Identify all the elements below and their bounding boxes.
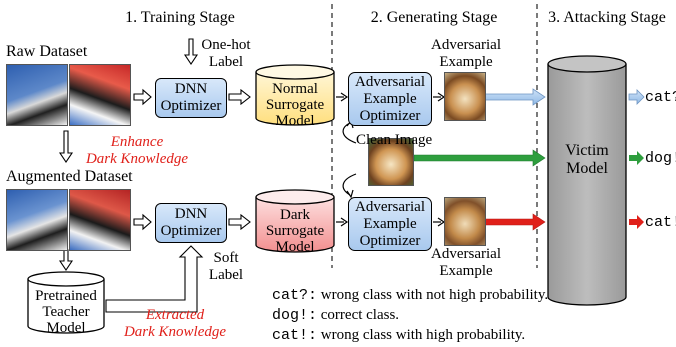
victim-model-label: Victim Model (565, 142, 609, 177)
legend-text-1: wrong class with not high probability. (320, 287, 549, 303)
arrow-raw-to-augmented (58, 130, 74, 163)
pretrained-teacher-model-label: Pretrained Teacher Model (35, 288, 97, 336)
colored-arrows (413, 88, 645, 231)
adversarial-example-label-bottom: Adversarial Example (431, 246, 501, 279)
arrow-raw-to-dnn (133, 88, 152, 106)
adversarial-example-label-top: Adversarial Example (431, 37, 501, 70)
stage-heading-generating: 2. Generating Stage (370, 9, 498, 26)
raw-dataset-label: Raw Dataset (6, 43, 88, 60)
legend-row-1: cat?: wrong class with not high probabil… (272, 287, 549, 304)
legend-code-1: cat?: (272, 287, 318, 304)
legend-code-3: cat!: (272, 327, 318, 344)
arrow-teacher-to-soft-label (105, 245, 204, 313)
arrow-onehot-down (183, 38, 199, 65)
stage-heading-training: 1. Training Stage (125, 9, 235, 26)
stage-heading-attacking: 3. Attacking Stage (548, 9, 666, 26)
arrow-clean-to-top (342, 122, 357, 144)
soft-label: Soft Label (208, 250, 244, 283)
arrow-red-to-victim (477, 213, 546, 231)
clean-image-label: Clean Image (356, 132, 433, 148)
extracted-dark-knowledge-annotation: Extracted Dark Knowledge (123, 307, 227, 340)
arrow-clean-to-bottom (342, 173, 357, 196)
dark-surrogate-model-label: Dark Surrogate Model (265, 207, 325, 255)
legend-row-3: cat!: wrong class with high probability. (272, 327, 526, 344)
arrow-green-to-victim (413, 149, 546, 167)
legend-text-3: wrong class with high probability. (320, 327, 526, 343)
dnn-optimizer-bottom: DNN Optimizer (155, 203, 227, 243)
adversarial-optimizer-bottom: Adversarial Example Optimizer (348, 197, 432, 251)
teacher-cylinder (27, 271, 105, 334)
output-top: cat? (645, 89, 676, 106)
output-bottom: cat! (645, 214, 676, 231)
adversarial-optimizer-top: Adversarial Example Optimizer (348, 72, 432, 126)
arrow-dnn-to-normal (228, 88, 251, 106)
augmented-cat-image-1 (6, 189, 68, 251)
arrow-aug-to-dnn (133, 213, 152, 231)
dnn-optimizer-top: DNN Optimizer (155, 78, 227, 118)
victim-cylinder (547, 55, 627, 306)
arrow-output-middle (629, 151, 644, 165)
augmented-dataset-label: Augmented Dataset (6, 168, 133, 185)
dark-surrogate-cylinder (255, 189, 335, 253)
raw-cat-image-1 (6, 64, 68, 126)
arrow-blue-to-victim (477, 88, 546, 106)
legend-code-2: dog!: (272, 307, 318, 324)
output-middle: dog! (645, 150, 676, 167)
arrow-output-top (628, 89, 645, 105)
arrow-aug-to-teacher (58, 249, 74, 271)
one-hot-label: One-hot Label (201, 37, 251, 70)
arrow-output-bottom (629, 215, 644, 229)
hollow-arrows (58, 38, 251, 313)
augmented-cat-image-2 (69, 189, 131, 251)
adversarial-dog-image-bottom (444, 197, 486, 246)
legend-text-2: correct class. (320, 307, 400, 323)
adversarial-dog-image-top (444, 72, 486, 121)
normal-surrogate-model-label: Normal Surrogate Model (265, 81, 325, 129)
clean-dog-image (368, 138, 414, 186)
legend-row-2: dog!: correct class. (272, 307, 400, 324)
normal-surrogate-cylinder (255, 64, 335, 126)
arrow-dnn-to-dark (228, 213, 251, 231)
enhance-dark-knowledge-annotation: Enhance Dark Knowledge (85, 134, 189, 167)
raw-cat-image-2 (69, 64, 131, 126)
